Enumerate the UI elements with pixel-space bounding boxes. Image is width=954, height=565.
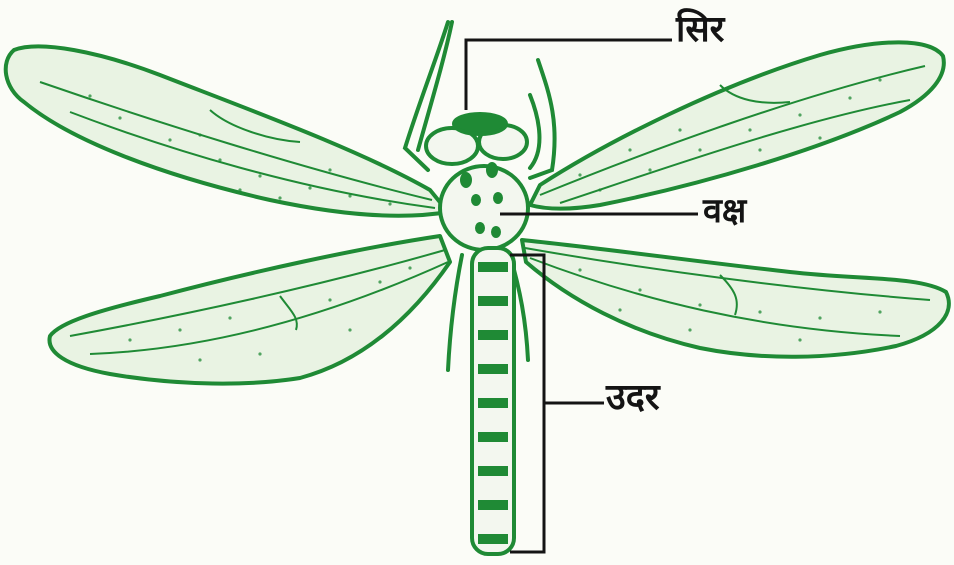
left-forewing	[6, 46, 448, 215]
head-leader-line	[466, 40, 672, 110]
abdomen-label: उदर	[606, 380, 660, 416]
abdomen	[472, 248, 514, 554]
thorax-label: वक्ष	[703, 194, 746, 228]
head-label: सिर	[676, 12, 724, 48]
head	[426, 114, 527, 164]
right-forewing	[530, 42, 944, 208]
thorax	[440, 162, 528, 250]
left-hindwing	[50, 236, 451, 384]
